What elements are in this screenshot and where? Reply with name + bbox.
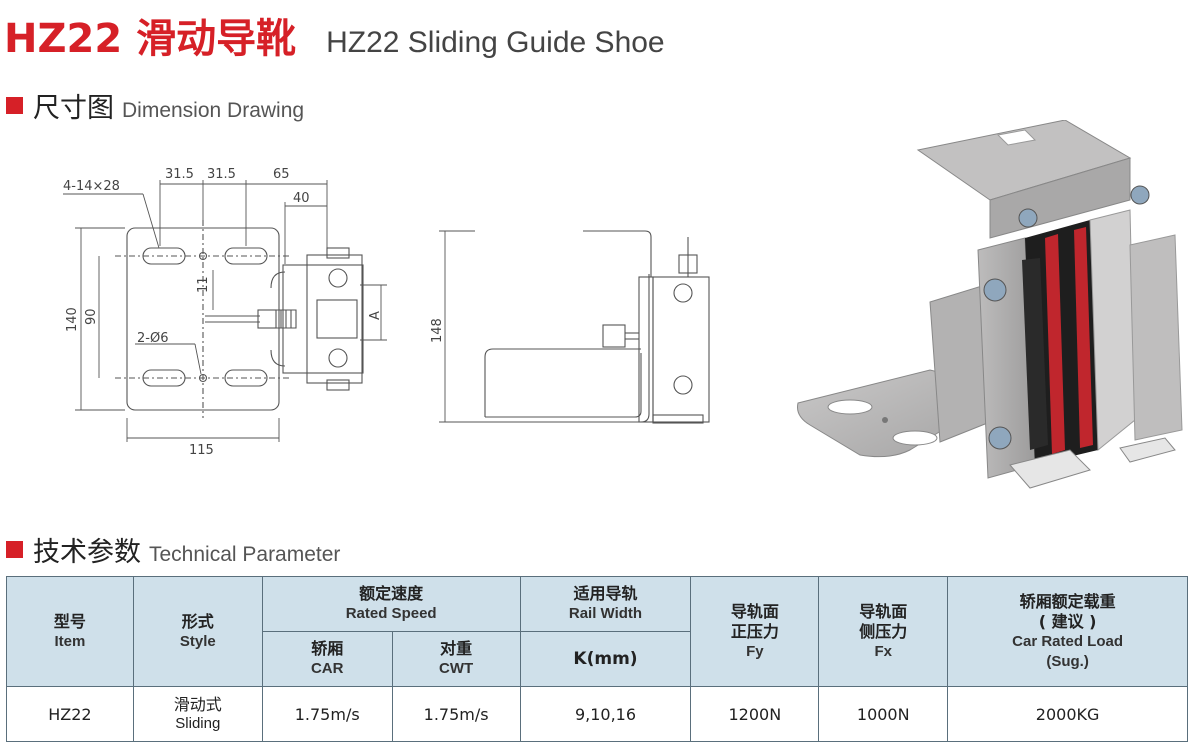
dim-31-5-right: 31.5 xyxy=(207,167,236,182)
title-en: HZ22 Sliding Guide Shoe xyxy=(326,26,665,59)
spec-table: 型号 Item 形式 Style 额定速度 Rated Speed 适用导轨 R… xyxy=(6,576,1188,742)
side-view-drawing: 148 xyxy=(430,230,710,424)
cell-fy: 1200N xyxy=(690,686,820,742)
cell-style: 滑动式 Sliding xyxy=(132,686,263,742)
section-dimension-drawing: 尺寸图 Dimension Drawing xyxy=(6,86,304,125)
header-fx: 导轨面 侧压力 Fx xyxy=(818,576,949,687)
dim-hole-label: 2-Ø6 xyxy=(137,331,168,346)
header-k: K(mm) xyxy=(519,631,692,687)
header-style: 形式 Style xyxy=(132,576,263,687)
table-row: HZ22 滑动式 Sliding 1.75m/s 1.75m/s 9,10,16… xyxy=(6,686,1188,742)
front-view-drawing: 4-14×28 31.5 31.5 65 40 11 90 140 2-Ø6 1… xyxy=(63,167,387,458)
cell-rail-width: 9,10,16 xyxy=(519,686,692,742)
header-car: 轿厢 CAR xyxy=(261,631,393,687)
dim-11: 11 xyxy=(196,276,211,293)
section-marker xyxy=(6,541,23,558)
dim-slots-label: 4-14×28 xyxy=(63,179,120,194)
title-cn: HZ22 滑动导靴 xyxy=(4,16,297,62)
section-title-en: Dimension Drawing xyxy=(122,99,305,122)
page-title: HZ22 滑动导靴 HZ22 Sliding Guide Shoe xyxy=(4,6,665,62)
product-photo xyxy=(797,120,1183,489)
dim-40: 40 xyxy=(293,191,310,206)
header-rail-width: 适用导轨 Rail Width xyxy=(519,576,692,632)
dim-148: 148 xyxy=(430,318,445,343)
dim-a: A xyxy=(368,311,383,320)
header-cwt: 对重 CWT xyxy=(391,631,521,687)
header-fy: 导轨面 正压力 Fy xyxy=(690,576,820,687)
header-rated-speed: 额定速度 Rated Speed xyxy=(261,576,521,632)
dim-90: 90 xyxy=(84,308,99,325)
dim-115: 115 xyxy=(189,443,214,458)
cell-fx: 1000N xyxy=(818,686,949,742)
dim-65: 65 xyxy=(273,167,290,182)
header-car-rated-load: 轿厢额定载重 ( 建议 ) Car Rated Load (Sug.) xyxy=(947,576,1188,687)
dim-140: 140 xyxy=(65,307,80,332)
cell-cwt-speed: 1.75m/s xyxy=(391,686,521,742)
section-title-en: Technical Parameter xyxy=(149,543,341,566)
cell-item: HZ22 xyxy=(6,686,134,742)
section-marker xyxy=(6,97,23,114)
cell-load: 2000KG xyxy=(947,686,1188,742)
section-title-cn: 技术参数 xyxy=(33,537,141,568)
cell-car-speed: 1.75m/s xyxy=(261,686,393,742)
dim-31-5-left: 31.5 xyxy=(165,167,194,182)
section-technical-parameter: 技术参数 Technical Parameter xyxy=(6,530,340,569)
section-title-cn: 尺寸图 xyxy=(33,93,114,124)
header-item: 型号 Item xyxy=(6,576,134,687)
